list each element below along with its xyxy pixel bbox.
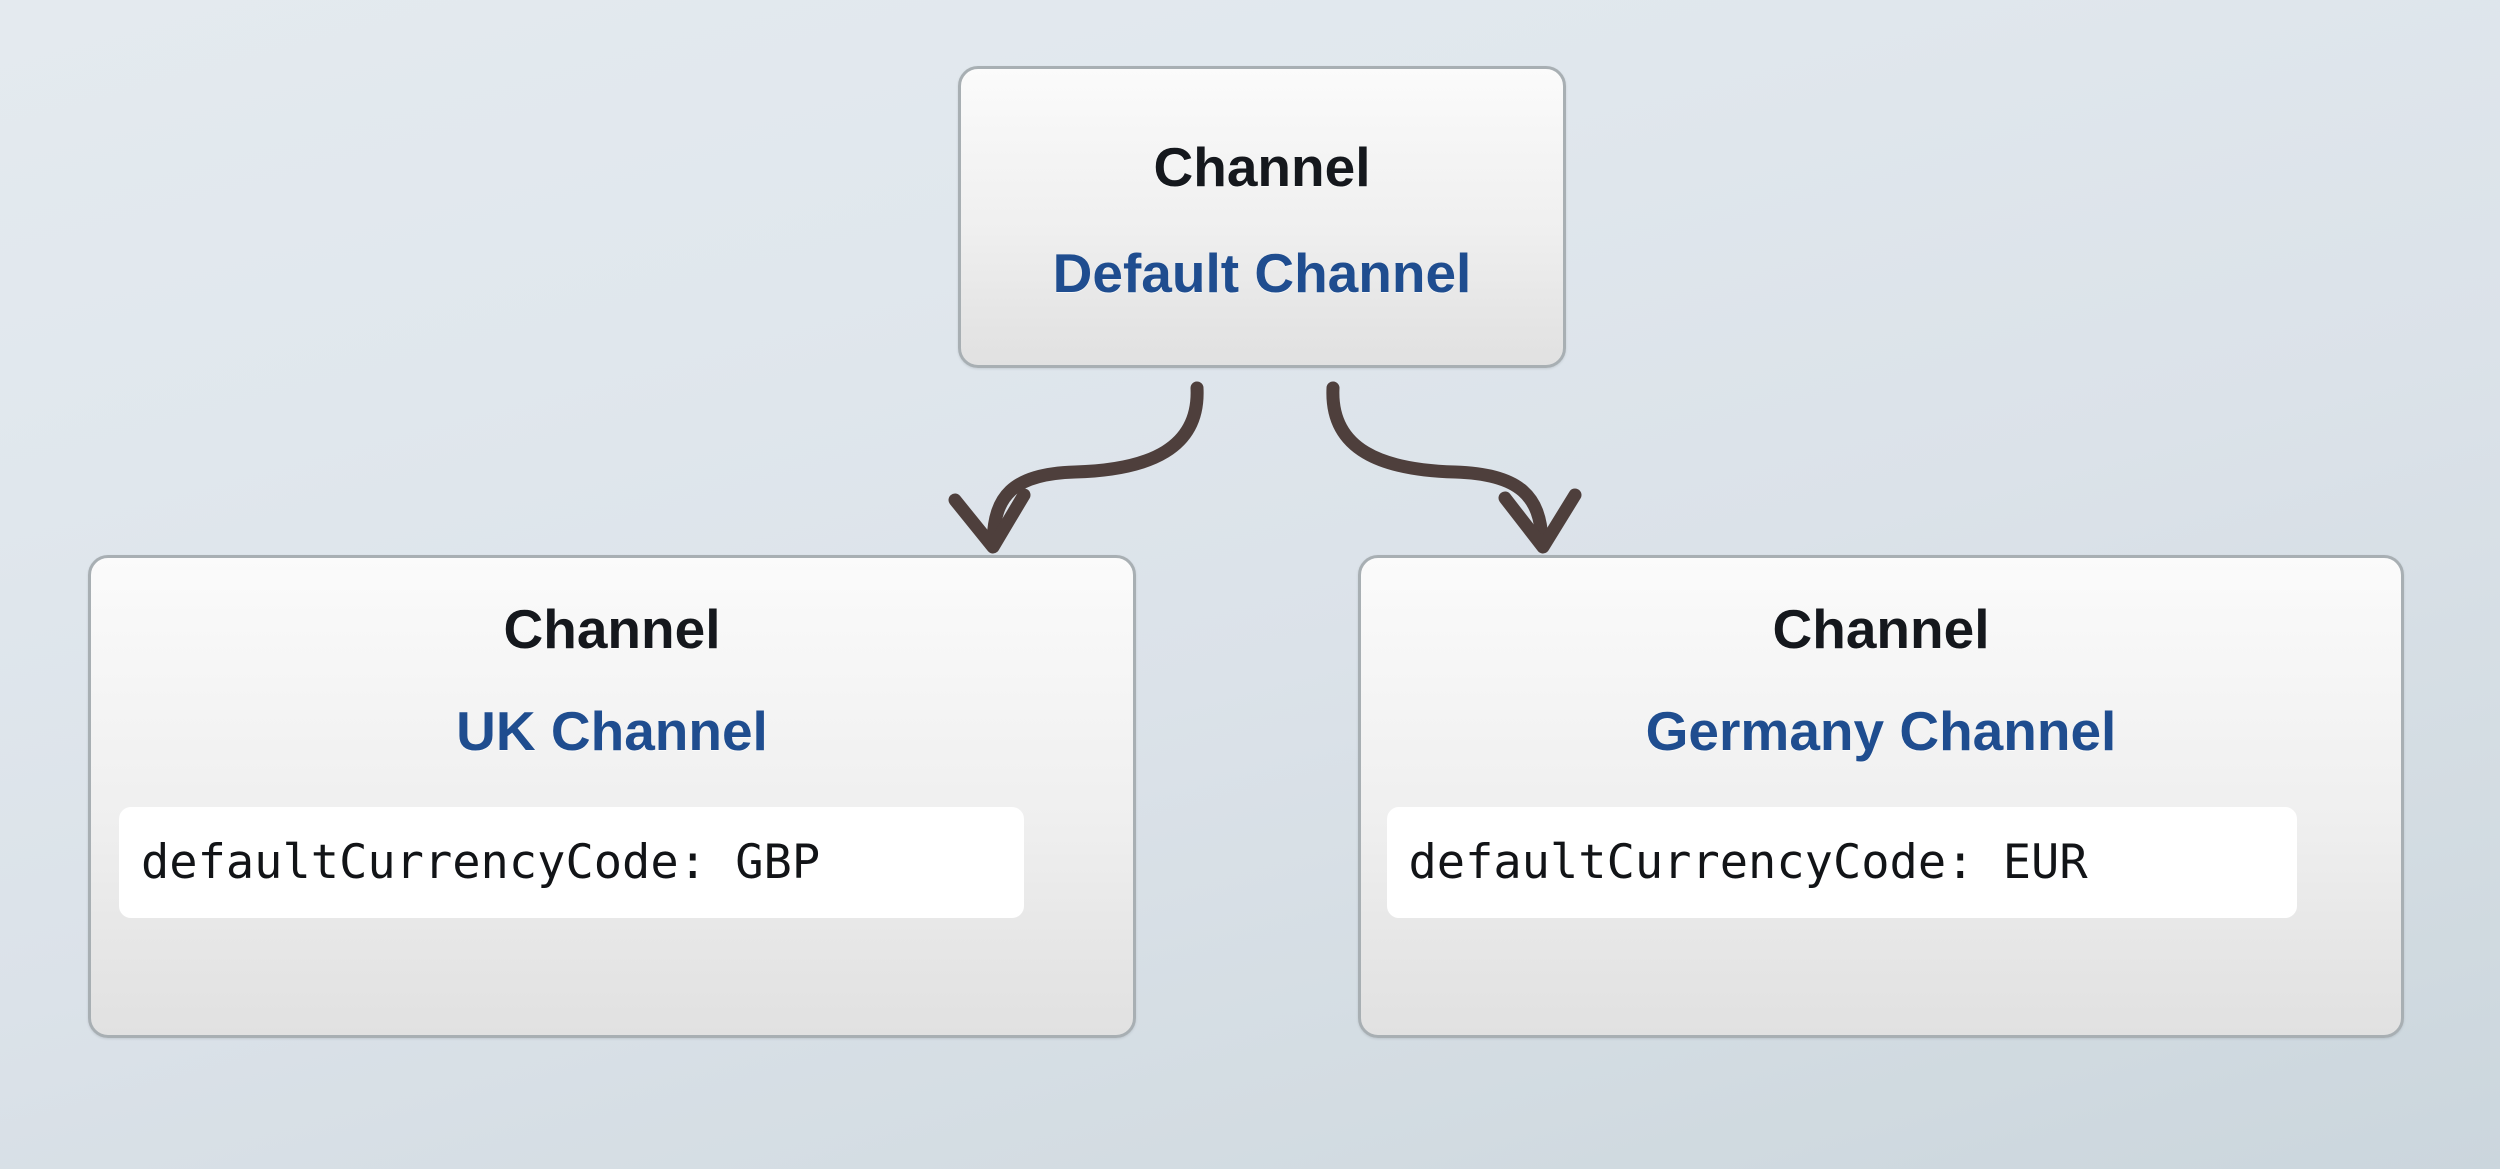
node-title-label: Default Channel [1052, 242, 1472, 304]
property-default-currency-code: defaultCurrencyCode: EUR [1386, 807, 2297, 918]
node-type-label: Channel [1153, 136, 1371, 198]
node-title-label: Germany Channel [1645, 700, 2117, 762]
edge-root-to-germany [1326, 381, 1549, 547]
property-default-currency-code: defaultCurrencyCode: GBP [119, 807, 1024, 918]
node-type-label: Channel [1772, 598, 1990, 660]
arrowhead-root-to-germany [1498, 488, 1582, 554]
node-title-label: UK Channel [456, 700, 768, 762]
property-text: defaultCurrencyCode: GBP [141, 835, 821, 890]
property-text: defaultCurrencyCode: EUR [1408, 835, 2088, 890]
edge-root-to-uk [986, 381, 1204, 547]
node-type-label: Channel [503, 598, 721, 660]
node-default-channel[interactable]: Channel Default Channel [958, 66, 1566, 368]
node-germany-channel[interactable]: Channel Germany Channel defaultCurrencyC… [1358, 555, 2404, 1038]
arrowhead-root-to-uk [948, 488, 1031, 554]
node-uk-channel[interactable]: Channel UK Channel defaultCurrencyCode: … [88, 555, 1136, 1038]
